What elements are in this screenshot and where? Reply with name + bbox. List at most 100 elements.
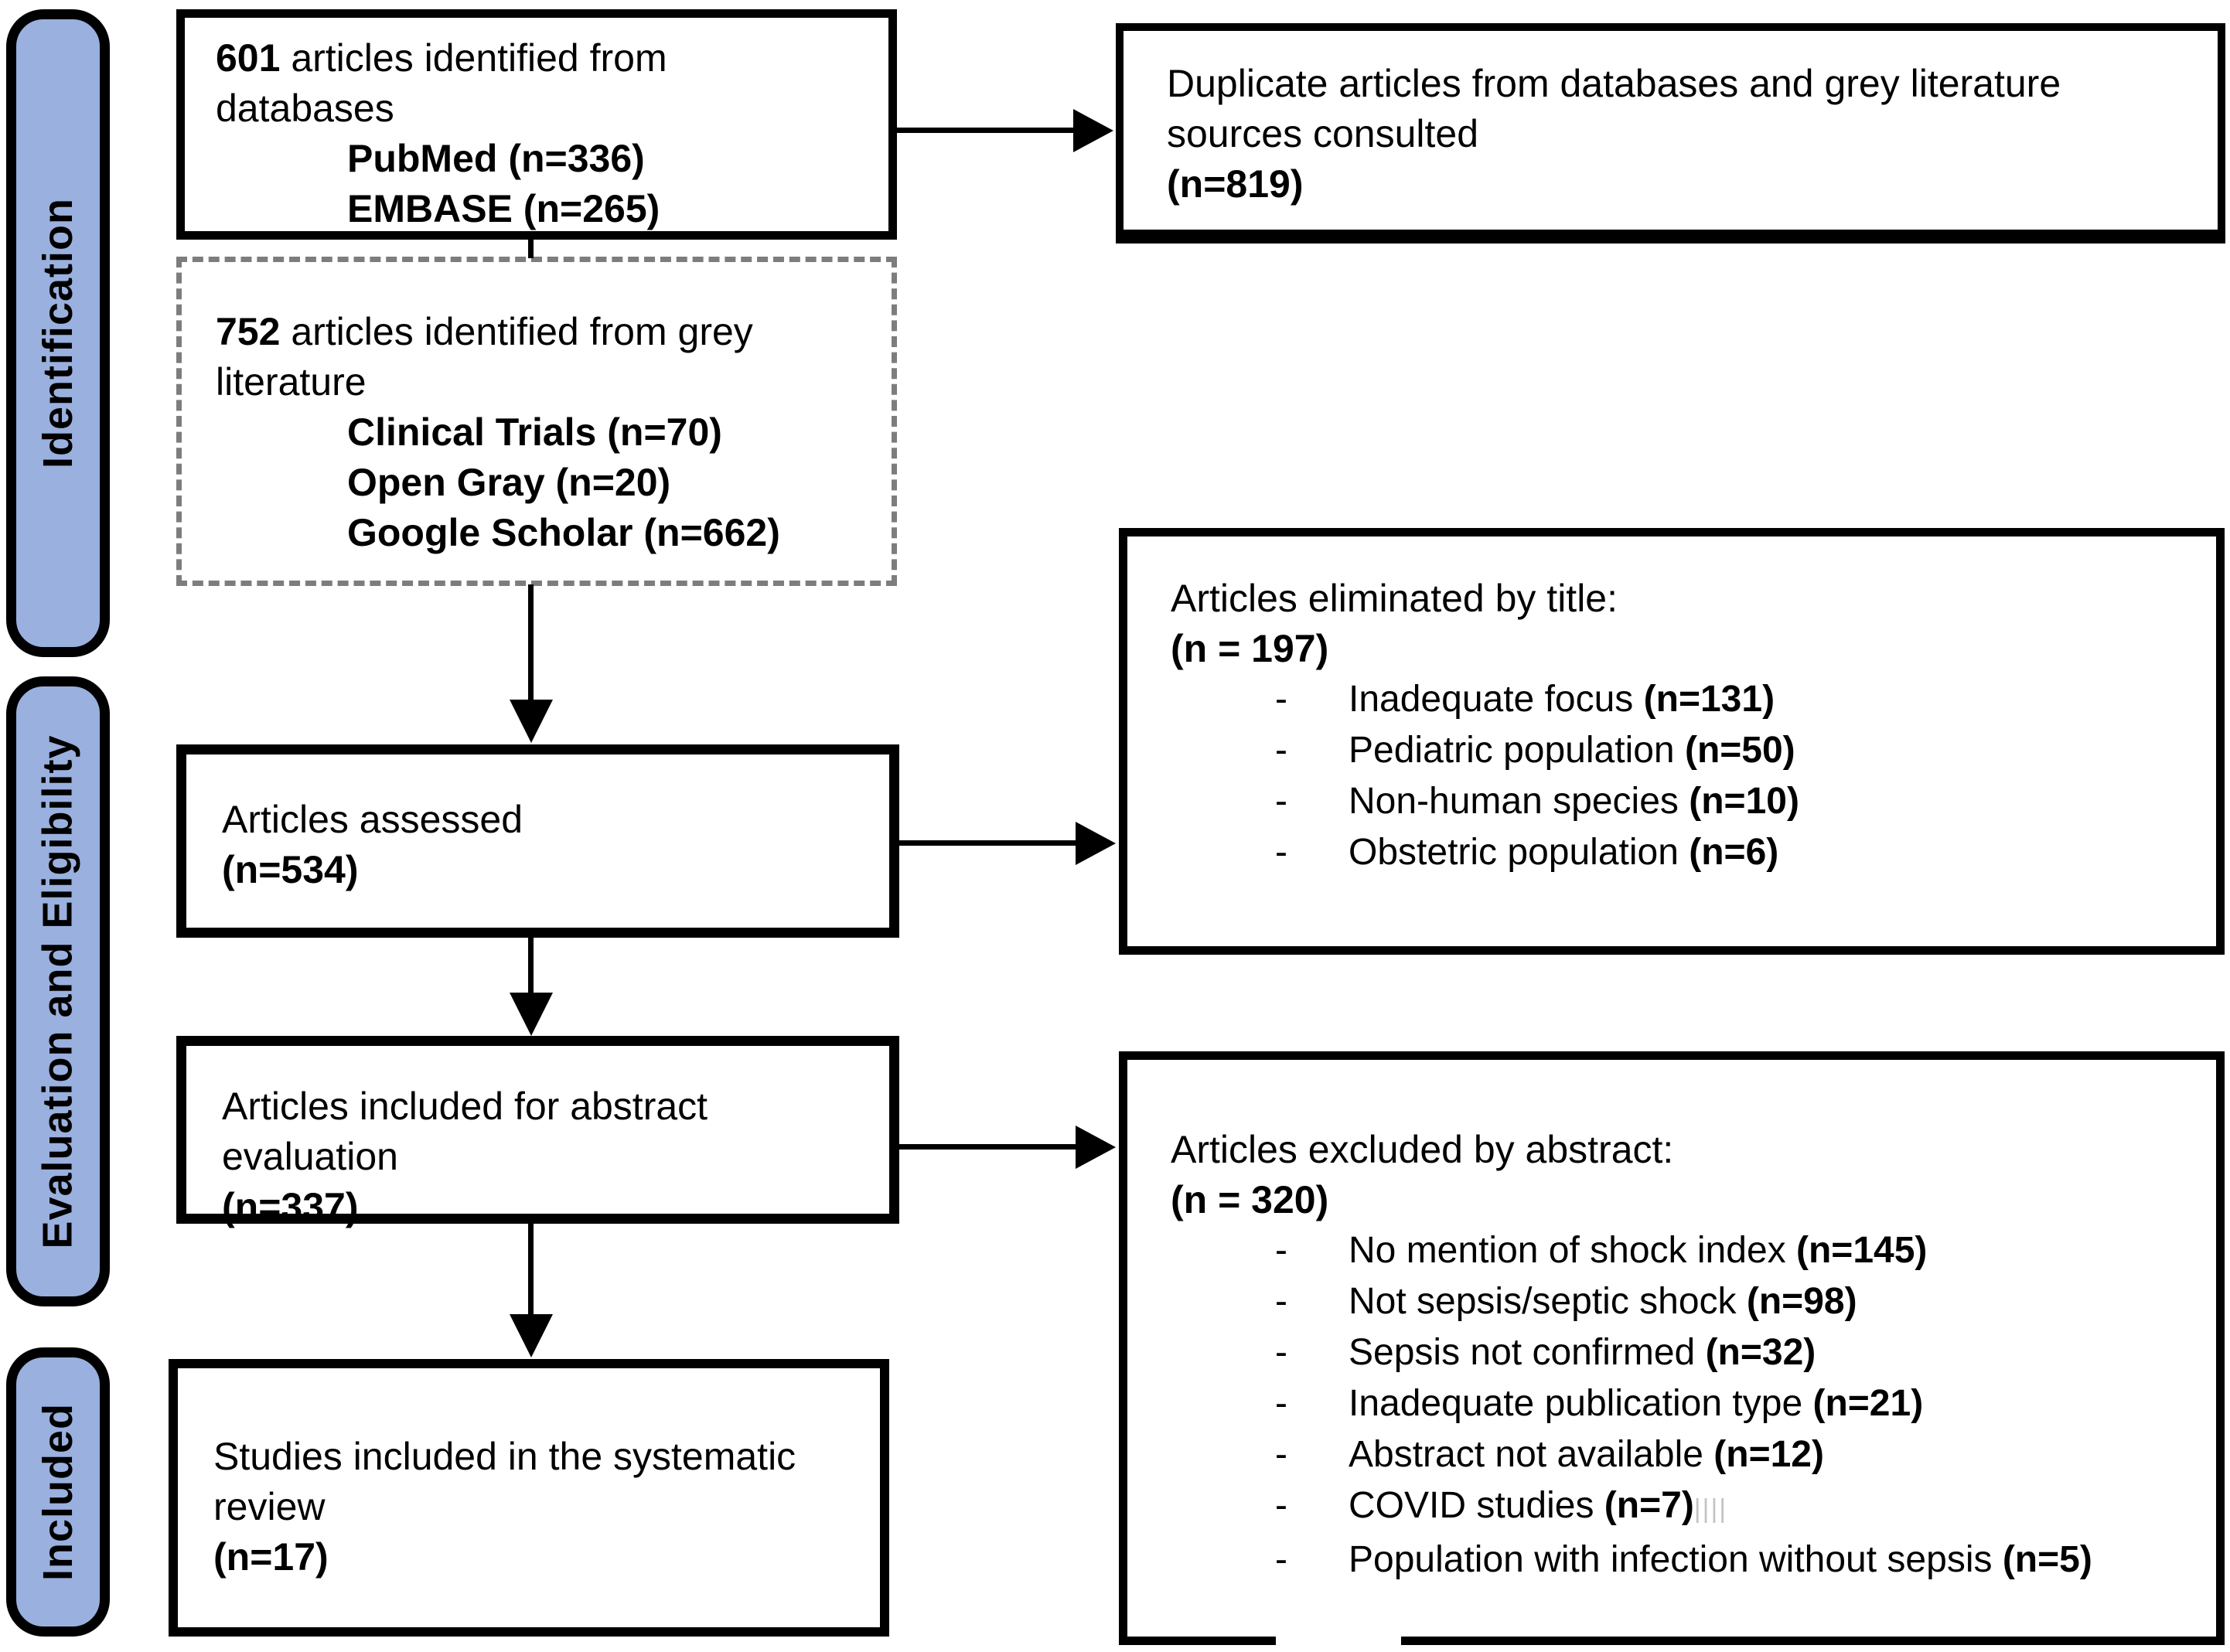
stage-label-identification: Identification: [6, 9, 110, 657]
box-line: databases: [216, 87, 394, 130]
box-line: Duplicate articles from databases and gr…: [1167, 62, 2061, 105]
exclusion-reason: - Sepsis not confirmed (n=32): [1171, 1327, 2201, 1378]
count-line: (n=337): [222, 1185, 359, 1228]
reason-text: Sepsis not confirmed (n=32): [1349, 1332, 1816, 1373]
source-item: Google Scholar (n=662): [347, 511, 780, 554]
reason-count: (n=6): [1689, 832, 1779, 873]
reason-text: Non-human species (n=10): [1349, 781, 1799, 822]
bullet-dash: -: [1275, 781, 1287, 822]
reason-text: Inadequate publication type (n=21): [1349, 1383, 1924, 1424]
bullet-dash: -: [1275, 1434, 1287, 1475]
box-abstract-evaluation: Articles included for abstract evaluatio…: [176, 1036, 899, 1228]
box-line: sources consulted: [1167, 112, 1479, 155]
box-line: literature: [216, 360, 367, 404]
count-line: (n = 320): [1171, 1178, 1329, 1221]
box-line: 601 articles identified from: [216, 36, 667, 80]
reason-count: (n=10): [1689, 781, 1799, 822]
reason-count: (n=12): [1713, 1434, 1824, 1475]
box-line: Articles assessed: [222, 798, 523, 841]
box-duplicates-removed: Duplicate articles from databases and gr…: [1116, 23, 2225, 244]
bullet-dash: -: [1275, 1539, 1287, 1580]
box-line: 752 articles identified from grey: [216, 310, 753, 353]
arrow-assessed-to-eliminated-head: [1076, 822, 1116, 865]
arrow-abstract-to-included-line: [528, 1224, 534, 1316]
exclusion-reason: - Inadequate focus (n=131): [1171, 674, 2201, 725]
box-articles-assessed: Articles assessed (n=534): [176, 744, 899, 938]
article-count: 601: [216, 36, 281, 80]
reason-text: No mention of shock index (n=145): [1349, 1230, 1928, 1271]
arrow-abstract-to-excluded-head: [1076, 1126, 1116, 1169]
arrow-assessed-to-abstract-line: [528, 938, 534, 996]
count-line: (n=819): [1167, 162, 1304, 206]
exclusion-reason: - Population with infection without seps…: [1171, 1534, 2201, 1586]
box-line: Articles included for abstract: [222, 1085, 708, 1128]
box-eliminated-by-title: Articles eliminated by title: (n = 197) …: [1119, 528, 2225, 955]
reason-text: Pediatric population (n=50): [1349, 730, 1795, 771]
box-title: Articles eliminated by title:: [1171, 577, 1618, 620]
source-item: PubMed (n=336): [347, 137, 645, 180]
box-line: evaluation: [222, 1135, 398, 1178]
reason-count: (n=131): [1643, 679, 1775, 720]
reason-count: (n=7): [1604, 1485, 1694, 1526]
exclusion-reason: - Obstetric population (n=6): [1171, 827, 2201, 878]
bullet-dash: -: [1275, 1230, 1287, 1271]
reason-count: (n=98): [1746, 1281, 1857, 1322]
bullet-dash: -: [1275, 679, 1287, 720]
box-grey-literature: 752 articles identified from grey litera…: [176, 257, 897, 586]
arrow-databases-to-duplicates-head: [1073, 109, 1113, 152]
reason-text: Obstetric population (n=6): [1349, 832, 1779, 873]
exclusion-reason: - Non-human species (n=10): [1171, 776, 2201, 827]
source-list: PubMed (n=336) EMBASE (n=265): [216, 134, 865, 234]
scan-artifact: ||||: [1693, 1494, 1728, 1524]
connector-databases-to-grey: [528, 240, 534, 258]
exclusion-reason: - COVID studies (n=7)||||: [1171, 1480, 2201, 1534]
count-line: (n=17): [213, 1535, 329, 1579]
exclusion-reason: - Inadequate publication type (n=21): [1171, 1378, 2201, 1429]
stage-label-text: Identification: [35, 198, 81, 468]
exclusion-reason: - Pediatric population (n=50): [1171, 725, 2201, 776]
reason-text: Inadequate focus (n=131): [1349, 679, 1775, 720]
bullet-dash: -: [1275, 1485, 1287, 1526]
exclusion-reason: - Not sepsis/septic shock (n=98): [1171, 1276, 2201, 1327]
stage-label-text: Evaluation and Eligibility: [35, 734, 81, 1249]
bullet-dash: -: [1275, 1383, 1287, 1424]
box-title: Articles excluded by abstract:: [1171, 1128, 1674, 1171]
reason-count: (n=32): [1705, 1332, 1816, 1373]
stage-label-text: Included: [35, 1402, 82, 1582]
count-line: (n = 197): [1171, 627, 1329, 670]
reason-text: Abstract not available (n=12): [1349, 1434, 1824, 1475]
exclusion-reason: - Abstract not available (n=12): [1171, 1429, 2201, 1480]
box-excluded-by-abstract: Articles excluded by abstract: (n = 320)…: [1119, 1051, 2225, 1645]
stage-label-included: Included: [6, 1347, 110, 1637]
bullet-dash: -: [1275, 1332, 1287, 1373]
arrow-grey-to-assessed-head: [510, 700, 553, 743]
reason-count: (n=21): [1812, 1383, 1924, 1424]
bullet-dash: -: [1275, 832, 1287, 873]
reason-count: (n=5): [2002, 1539, 2092, 1580]
arrow-abstract-to-excluded-line: [899, 1144, 1081, 1150]
reason-count: (n=50): [1684, 730, 1795, 771]
arrow-grey-to-assessed-line: [528, 584, 534, 702]
box-identified-databases: 601 articles identified from databases P…: [176, 9, 897, 240]
source-item: Clinical Trials (n=70): [347, 410, 722, 454]
exclusion-reason: - No mention of shock index (n=145): [1171, 1225, 2201, 1276]
box-studies-included: Studies included in the systematic revie…: [169, 1359, 889, 1637]
bullet-dash: -: [1275, 730, 1287, 771]
count-line: (n=534): [222, 848, 359, 891]
arrow-databases-to-duplicates-line: [897, 128, 1079, 133]
box-line: review: [213, 1485, 326, 1528]
arrow-assessed-to-abstract-head: [510, 993, 553, 1036]
stage-label-evaluation-eligibility: Evaluation and Eligibility: [6, 676, 110, 1306]
bullet-dash: -: [1275, 1281, 1287, 1322]
source-list: Clinical Trials (n=70) Open Gray (n=20) …: [216, 407, 868, 558]
box-line: Studies included in the systematic: [213, 1435, 796, 1478]
arrow-assessed-to-eliminated-line: [899, 840, 1081, 846]
article-count: 752: [216, 310, 281, 353]
reason-text: Not sepsis/septic shock (n=98): [1349, 1281, 1857, 1322]
reason-text: Population with infection without sepsis…: [1349, 1539, 2092, 1580]
source-item: EMBASE (n=265): [347, 187, 660, 230]
source-item: Open Gray (n=20): [347, 461, 671, 504]
reason-count: (n=145): [1795, 1230, 1928, 1271]
arrow-abstract-to-included-head: [510, 1314, 553, 1357]
